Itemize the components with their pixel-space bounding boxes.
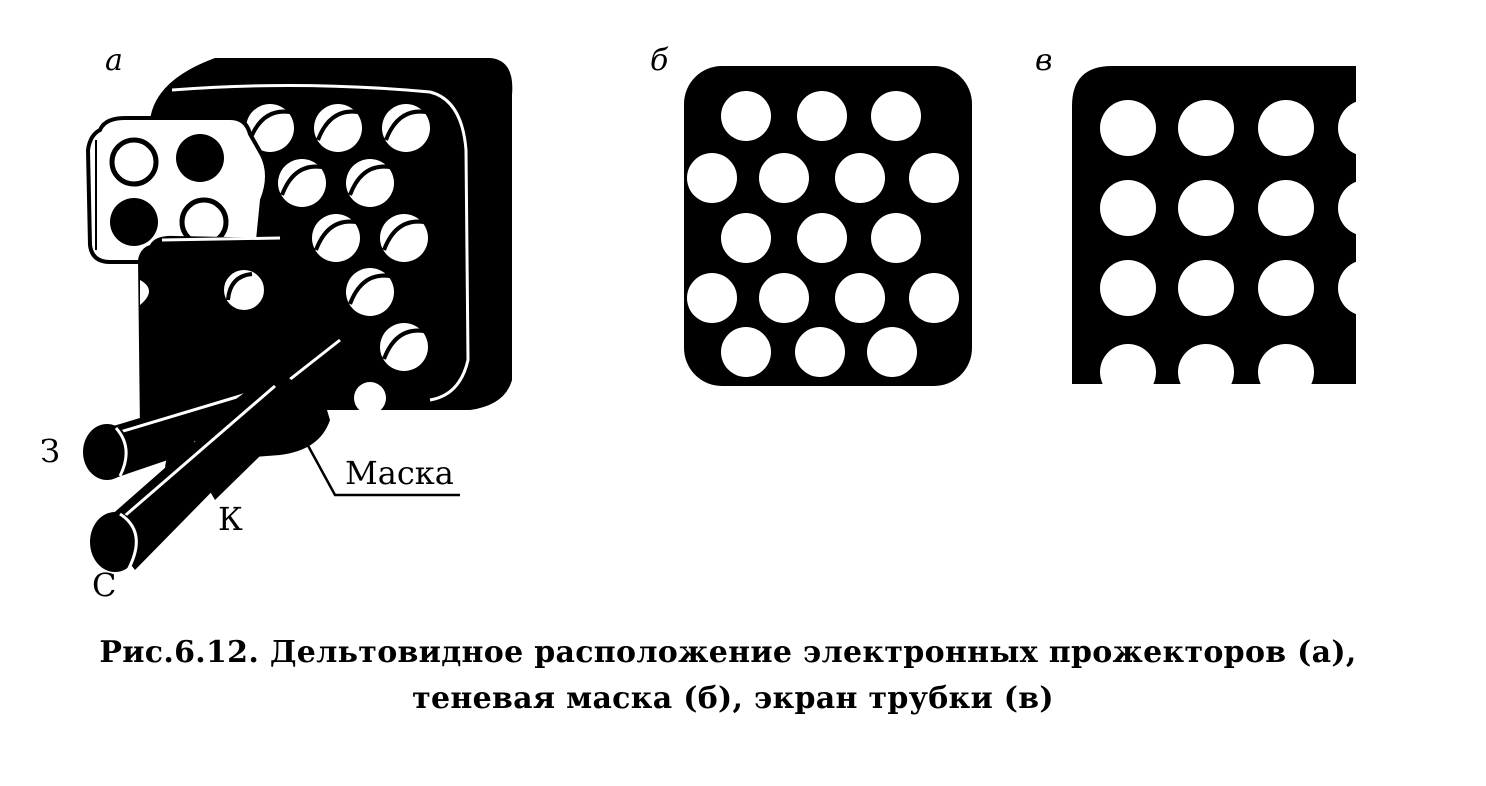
gun-label-z: З (40, 432, 60, 470)
mask-hole (222, 268, 266, 312)
mask-label: Маска (345, 454, 454, 492)
panel-a-delta-gun-arrangement: а (40, 43, 513, 604)
panel-v-tube-screen: в (1035, 43, 1396, 414)
screen-holes (246, 104, 430, 414)
gun-label-s: С (92, 566, 116, 604)
shadow-mask-holes (687, 91, 959, 377)
figure-caption: Рис.6.12. Дельтовидное расположение элек… (0, 630, 1486, 722)
panel-b-shadow-mask: б (650, 43, 972, 386)
screen-edge-highlight (171, 83, 470, 402)
caption-line-2: теневая маска (б), экран трубки (в) (412, 681, 1054, 716)
gun-label-k: К (218, 500, 243, 538)
panel-b-letter: б (650, 43, 669, 78)
phosphor-triad-dots (109, 134, 229, 247)
screen-hole-shading (248, 109, 427, 360)
mask-leader-line (303, 439, 460, 497)
caption-line-1: Рис.6.12. Дельтовидное расположение элек… (99, 635, 1357, 670)
panel-v-letter: в (1035, 43, 1052, 78)
electron-guns (83, 325, 363, 572)
panel-a-letter: а (105, 43, 123, 78)
